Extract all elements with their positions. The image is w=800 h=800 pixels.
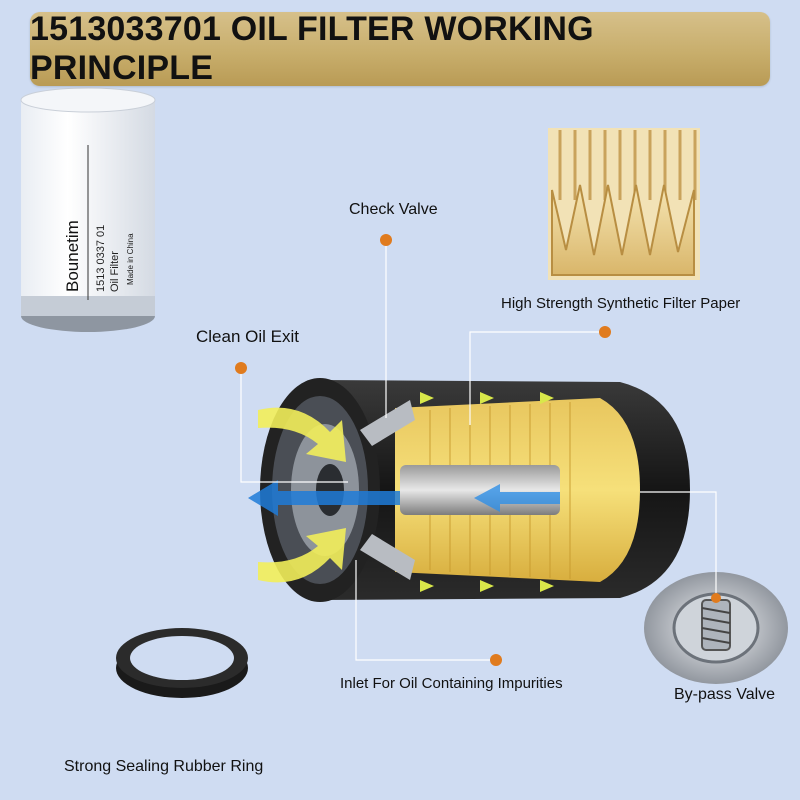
clean-oil-exit-label: Clean Oil Exit [196,327,299,346]
bypass-valve-image [644,572,788,684]
filter-paper-marker [599,326,611,338]
inlet-label: Inlet For Oil Containing Impurities [340,675,563,692]
dirty-oil-flow-arrows [420,392,554,592]
bypass-valve-marker [711,593,721,603]
dirty-oil-inflow-arrows [258,407,346,583]
can-brand: Bounetim [63,220,82,292]
inlet-marker [490,654,502,666]
clean-oil-arrow [248,480,400,516]
check-valve-label: Check Valve [349,201,438,218]
filter-cutaway-image [260,378,690,602]
product-can-image [20,87,156,332]
rubber-ring-label: Strong Sealing Rubber Ring [64,758,264,775]
filter-paper-label: High Strength Synthetic Filter Paper [501,295,741,312]
bypass-valve-label: By-pass Valve [674,686,776,703]
rubber-ring-image [116,628,248,698]
check-valve-marker [380,234,392,246]
can-product-name: Oil Filter [109,251,121,292]
clean-oil-exit-marker [235,362,247,374]
clean-oil-exit-leader [240,368,348,483]
can-origin: Made in China [126,233,135,285]
page-title: 1513033701 OIL FILTER WORKING PRINCIPLE [30,10,594,87]
filter-paper-image [548,128,700,280]
title-banner: 1513033701 OIL FILTER WORKING PRINCIPLE [30,10,770,87]
internal-flow-arrow [474,484,560,512]
filter-paper-leader [469,331,605,425]
bypass-valve-leader [640,491,717,598]
can-part-number: 1513 0337 01 [95,225,107,292]
inlet-leader [355,560,496,661]
